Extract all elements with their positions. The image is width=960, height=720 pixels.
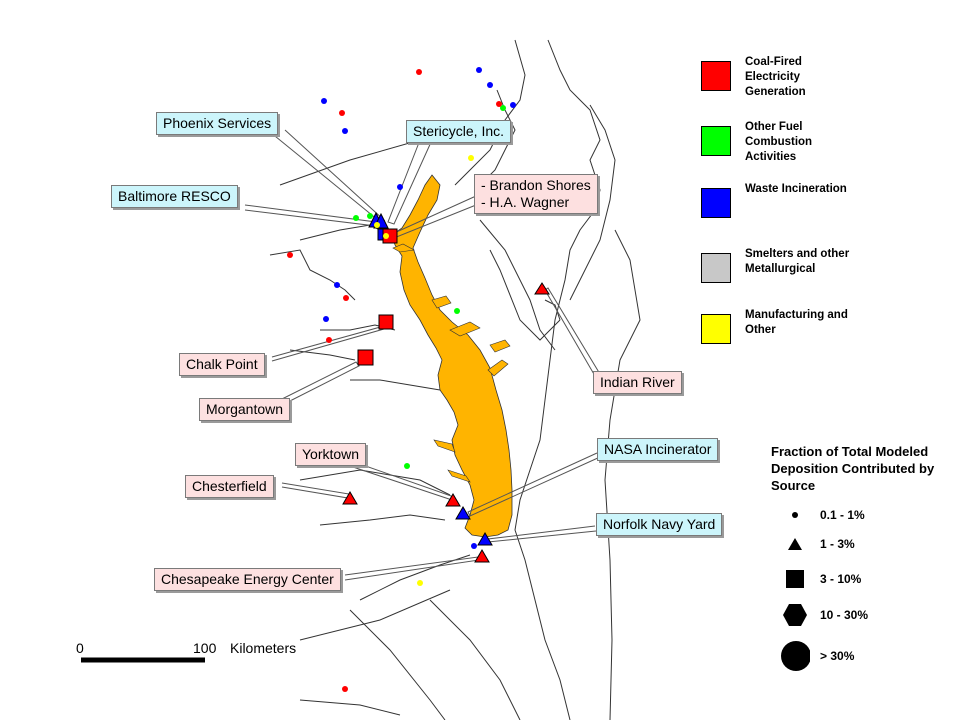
legend-label: Manufacturing and Other <box>745 309 848 336</box>
circle-large-icon <box>780 641 810 671</box>
callout-label: Yorktown <box>302 446 360 462</box>
size-legend-row: 0.1 - 1% <box>780 500 865 530</box>
callout-label: Chalk Point <box>186 356 258 372</box>
circle-small-icon <box>780 500 810 530</box>
size-legend-row: > 30% <box>780 641 854 671</box>
callout-label: NASA Incinerator <box>604 441 712 457</box>
legend-other-fuel: Other Fuel Combustion Activities <box>701 121 855 165</box>
size-legend-title: Fraction of Total Modeled Deposition Con… <box>771 444 935 493</box>
scale-unit-label: Kilometers <box>230 640 297 656</box>
callout-stericycle: Stericycle, Inc. <box>406 120 512 143</box>
bay-tributaries <box>392 243 511 483</box>
callout-phoenix-services: Phoenix Services <box>156 112 279 135</box>
scale-end-label: 100 <box>193 640 217 656</box>
scale-start-label: 0 <box>76 640 84 656</box>
callout-yorktown: Yorktown <box>295 443 367 466</box>
green-swatch-icon <box>701 126 731 156</box>
callout-label: - H.A. Wagner <box>481 194 570 210</box>
legend-waste-incineration: Waste Incineration <box>701 183 855 218</box>
callout-label: Chesapeake Energy Center <box>161 571 334 587</box>
callout-label: Baltimore RESCO <box>118 188 231 204</box>
red-swatch-icon <box>701 61 731 91</box>
callout-morgantown: Morgantown <box>199 398 291 421</box>
size-legend-label: 0.1 - 1% <box>820 508 865 522</box>
size-legend-row: 10 - 30% <box>780 600 868 630</box>
callout-chesapeake-energy-center: Chesapeake Energy Center <box>154 568 341 591</box>
blue-swatch-icon <box>701 188 731 218</box>
size-legend-label: > 30% <box>820 649 855 663</box>
source-points <box>287 67 550 692</box>
legend-label: Smelters and other Metallurgical <box>745 248 850 275</box>
callout-label: Norfolk Navy Yard <box>603 516 716 532</box>
legend-label: Coal-Fired Electricity Generation <box>745 56 806 98</box>
size-legend-label: 10 - 30% <box>820 608 869 622</box>
hexagon-icon <box>780 600 810 630</box>
legend-label: Waste Incineration <box>745 183 847 195</box>
yellow-swatch-icon <box>701 314 731 344</box>
legend-smelters: Smelters and other Metallurgical <box>701 248 855 283</box>
callout-label: - Brandon Shores <box>481 177 591 193</box>
size-legend-row: 1 - 3% <box>780 529 855 559</box>
callout-brandon-shores: - Brandon Shores - H.A. Wagner <box>474 174 598 214</box>
chesapeake-bay <box>391 174 513 538</box>
callout-chesterfield: Chesterfield <box>185 475 274 498</box>
size-legend-row: 3 - 10% <box>780 564 861 594</box>
callout-label: Stericycle, Inc. <box>413 123 505 139</box>
callout-label: Indian River <box>600 374 675 390</box>
callout-label: Morgantown <box>206 401 284 417</box>
legend-manufacturing: Manufacturing and Other <box>701 309 855 344</box>
size-legend-label: 3 - 10% <box>820 572 862 586</box>
triangle-icon <box>780 529 810 559</box>
gray-swatch-icon <box>701 253 731 283</box>
callout-chalk-point: Chalk Point <box>179 353 265 376</box>
size-legend-label: 1 - 3% <box>820 537 855 551</box>
callout-norfolk-navy-yard: Norfolk Navy Yard <box>596 513 723 536</box>
legend-coal-fired: Coal-Fired Electricity Generation <box>701 56 855 100</box>
callout-nasa-incinerator: NASA Incinerator <box>597 438 719 461</box>
legend-label: Other Fuel Combustion Activities <box>745 121 813 163</box>
callout-label: Chesterfield <box>192 478 267 494</box>
callout-indian-river: Indian River <box>593 371 682 394</box>
callout-baltimore-resco: Baltimore RESCO <box>111 185 238 208</box>
callout-label: Phoenix Services <box>163 115 272 131</box>
square-icon <box>780 564 810 594</box>
